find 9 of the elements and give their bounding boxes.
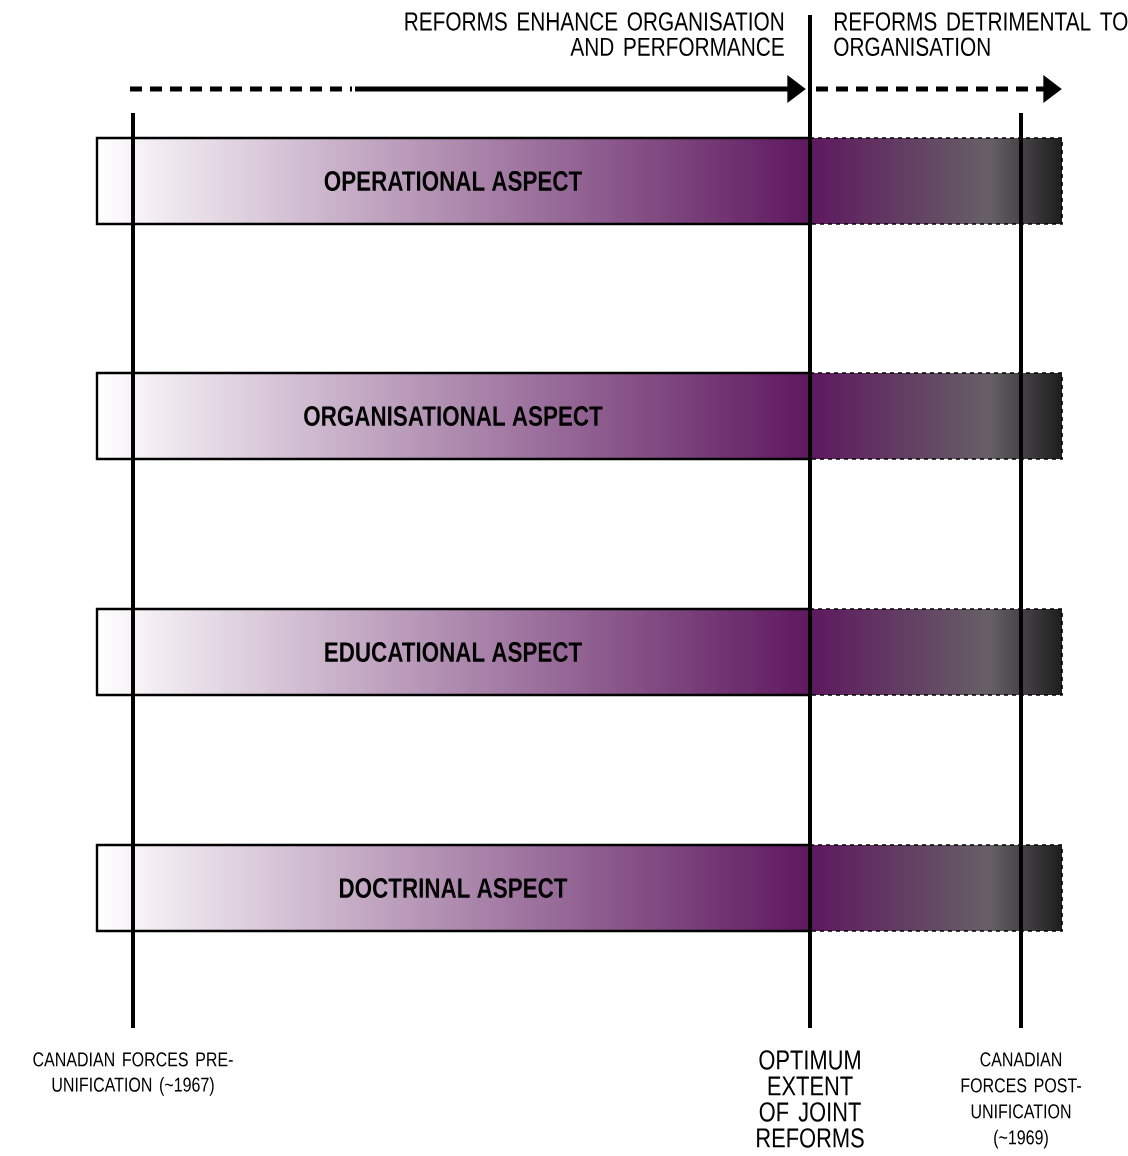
timeline-label: OPTIMUM EXTENT OF JOINT REFORMS — [757, 1050, 864, 1148]
aspect-bar: DOCTRINAL ASPECT — [95, 843, 1063, 933]
aspect-bar: OPERATIONAL ASPECT — [95, 136, 1063, 226]
header-text: REFORMS DETRIMENTAL TO ORGANISATION — [834, 12, 1128, 56]
aspect-bar: ORGANISATIONAL ASPECT — [95, 371, 1063, 461]
timeline-label: CANADIAN FORCES PRE-UNIFICATION (~1967) — [33, 1052, 233, 1096]
aspect-bar: EDUCATIONAL ASPECT — [95, 607, 1063, 697]
header-text: REFORMS ENHANCE ORGANISATION AND PERFORMANCE — [405, 12, 784, 56]
timeline-label: CANADIAN FORCES POST-UNIFICATION (~1969) — [961, 1052, 1081, 1149]
